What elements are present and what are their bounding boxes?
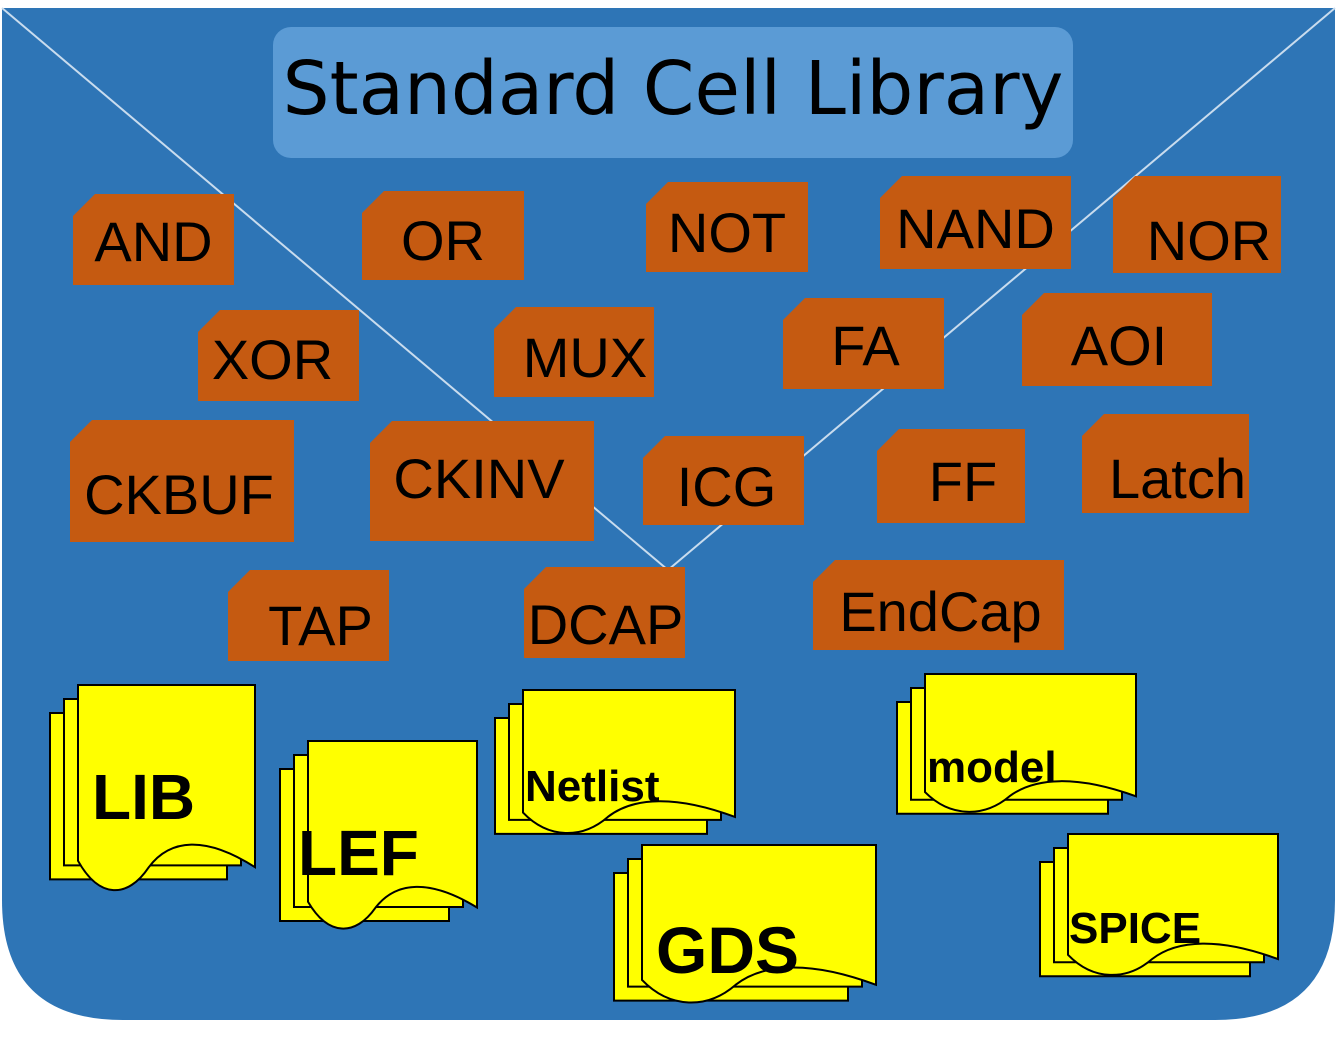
doc-stack-shape [896, 673, 1137, 815]
cell-nand: NAND [880, 176, 1071, 269]
doc-lef: LEF [279, 740, 478, 950]
cell-label: CKBUF [84, 463, 274, 526]
library-title-box: Standard Cell Library [273, 27, 1073, 158]
cell-label: XOR [211, 327, 334, 391]
cell-label: FF [928, 450, 998, 513]
doc-front-page [924, 673, 1137, 813]
doc-netlist: Netlist [494, 689, 736, 856]
cell-latch: Latch [1082, 414, 1249, 513]
cell-label: AOI [1070, 313, 1168, 377]
cell-label: FA [831, 313, 900, 377]
cell-ckinv: CKINV [370, 421, 594, 541]
doc-label: LEF [298, 817, 419, 889]
cell-and: AND [73, 194, 234, 285]
doc-model: model [896, 673, 1137, 835]
cell-or: OR [362, 191, 524, 280]
cell-icg: ICG [643, 436, 804, 525]
doc-gds: GDS [613, 844, 877, 1025]
cell-label: MUX [522, 326, 648, 389]
cell-label: AND [94, 209, 213, 273]
doc-stack-shape [1039, 833, 1279, 978]
cell-ff: FF [877, 429, 1025, 523]
cell-tap: TAP [228, 570, 389, 661]
cell-label: OR [401, 208, 485, 272]
doc-front-page [307, 740, 478, 930]
cell-label: CKINV [393, 447, 565, 510]
doc-stack-shape [613, 844, 877, 1004]
doc-label: GDS [656, 913, 800, 987]
cell-label: NOR [1146, 208, 1272, 272]
library-title: Standard Cell Library [282, 45, 1064, 132]
doc-front-page [522, 689, 736, 834]
cell-dcap: DCAP [524, 567, 685, 658]
doc-label: SPICE [1069, 904, 1202, 953]
cell-nor: NOR [1113, 176, 1281, 273]
doc-label: model [927, 743, 1057, 792]
cell-label: DCAP [527, 592, 684, 656]
doc-stack-shape [49, 684, 256, 892]
cell-not: NOT [646, 182, 808, 272]
doc-label: Netlist [525, 762, 660, 811]
cell-label: EndCap [839, 580, 1042, 643]
doc-front-page [641, 844, 877, 1004]
doc-stack-shape [494, 689, 736, 835]
cell-ckbuf: CKBUF [70, 420, 294, 542]
cell-mux: MUX [494, 307, 654, 397]
doc-front-page [77, 684, 256, 892]
cell-label: TAP [268, 593, 373, 657]
cell-label: NAND [896, 196, 1055, 260]
doc-front-page [1067, 833, 1279, 976]
cell-xor: XOR [198, 310, 359, 401]
doc-lib: LIB [49, 684, 256, 911]
cell-fa: FA [783, 298, 944, 389]
cell-aoi: AOI [1022, 293, 1212, 386]
doc-stack-shape [279, 740, 478, 930]
doc-label: LIB [92, 761, 196, 833]
cell-label: Latch [1109, 446, 1246, 510]
doc-spice: SPICE [1039, 833, 1279, 998]
cell-label: ICG [676, 454, 777, 518]
cell-label: NOT [667, 201, 787, 264]
cell-endcap: EndCap [813, 560, 1064, 650]
